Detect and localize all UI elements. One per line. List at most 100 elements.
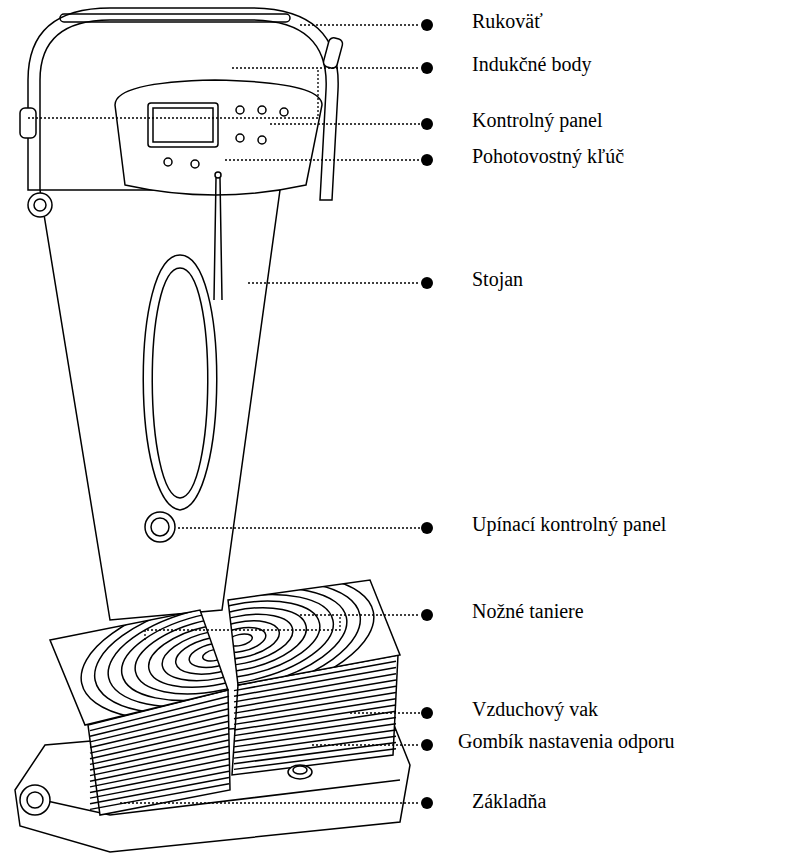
clamp-knob: [151, 518, 169, 536]
plate-rings: [168, 597, 312, 683]
base-end: [20, 785, 50, 815]
plate-rings: [99, 586, 332, 725]
plate-rings: [202, 647, 229, 663]
leader-lines: [178, 527, 420, 528]
air-bag-folds: [234, 711, 396, 735]
plate-rings: [94, 553, 385, 727]
callout-dots: [421, 19, 433, 31]
plate-rings: [124, 571, 357, 710]
plate-rings: [109, 562, 371, 718]
air-bag-folds: [90, 740, 229, 770]
plate-rings: [69, 568, 360, 742]
plate-rings: [128, 603, 302, 707]
air-bag-folds: [234, 680, 396, 708]
part-label: Kontrolný panel: [472, 108, 603, 132]
air-bag-folds: [90, 728, 229, 759]
leader-lines: [350, 712, 420, 713]
leader-lines: [300, 24, 420, 25]
plate-rings: [94, 553, 385, 727]
plate-rings: [113, 594, 316, 715]
air-bag-folds: [234, 749, 396, 770]
resistance-knob: [288, 765, 312, 779]
callout-dots: [421, 707, 433, 719]
display: [148, 103, 218, 147]
air-bag-folds: [90, 778, 229, 804]
air-bag-folds: [234, 718, 396, 742]
leader-lines: [248, 282, 420, 283]
air-bag-folds: [234, 705, 396, 730]
part-label: Indukčné body: [472, 52, 591, 76]
panel-buttons: [164, 158, 172, 166]
plate-rings: [172, 629, 258, 680]
leader-lines: [120, 802, 420, 803]
air-bag-folds: [90, 771, 229, 798]
air-bag-folds: [234, 743, 396, 764]
callout-dots: [421, 522, 433, 534]
plate-rings: [153, 588, 327, 692]
air-bag-folds: [90, 746, 229, 775]
stand-window: [152, 268, 208, 498]
leader-lines: [28, 68, 318, 118]
air-bag-folds: [90, 784, 229, 810]
panel-buttons: [258, 136, 266, 144]
air-bag-folds: [90, 759, 229, 787]
callout-dots: [421, 19, 433, 809]
plate-rings: [197, 614, 283, 665]
callout-dots: [421, 797, 433, 809]
sensor-right: [322, 37, 343, 70]
stand-window: [143, 255, 217, 510]
air-bag-folds: [90, 734, 229, 765]
control-panel: [115, 80, 322, 195]
sensor-left: [20, 108, 36, 138]
panel-buttons: [191, 160, 199, 168]
foot-plate: [228, 580, 400, 685]
air-bag-folds: [234, 736, 396, 758]
plate-rings: [84, 577, 346, 733]
air-bag-folds: [234, 730, 396, 753]
part-label: Vzduchový vak: [472, 697, 598, 721]
leader-lines: [145, 615, 340, 640]
callout-dots: [421, 62, 433, 74]
air-bag-folds: [234, 724, 396, 747]
panel-buttons: [236, 134, 244, 142]
callout-dots: [421, 277, 433, 289]
leader-lines: [270, 123, 420, 124]
plate-rings: [227, 632, 254, 648]
leader-lines: [28, 25, 420, 803]
callout-dots: [421, 118, 433, 130]
leader-lines: [225, 159, 420, 160]
handle-joint: [28, 193, 52, 217]
panel-buttons: [164, 106, 288, 168]
key-hole: [215, 172, 221, 178]
part-label: Pohotovostný kľúč: [472, 144, 624, 168]
handle-joint: [34, 199, 46, 211]
part-label: Rukoväť: [472, 9, 543, 33]
plate-rings: [69, 568, 360, 742]
part-label: Gombík nastavenia odporu: [458, 729, 675, 753]
stand: [40, 190, 280, 620]
panel-buttons: [280, 108, 288, 116]
part-label: Stojan: [472, 267, 523, 291]
key-cord: [214, 178, 222, 300]
leader-lines: [300, 614, 420, 615]
plate-rings: [143, 612, 287, 698]
part-label: Nožné taniere: [472, 599, 584, 623]
callout-dots: [421, 154, 433, 166]
air-bag-folds: [90, 753, 229, 782]
leader-lines: [232, 67, 420, 68]
display: [153, 108, 213, 142]
callout-dots: [421, 739, 433, 751]
air-bag-folds: [90, 765, 229, 793]
plate-rings: [138, 579, 341, 700]
callout-dots: [421, 609, 433, 621]
resistance-knob: [293, 766, 307, 774]
part-label: Základňa: [472, 789, 546, 813]
leader-lines: [312, 744, 420, 745]
handle: [28, 8, 338, 200]
base-end: [27, 792, 43, 808]
panel-buttons: [258, 106, 266, 114]
handle-grip: [60, 14, 290, 22]
part-label: Upínací kontrolný panel: [472, 512, 666, 536]
panel-buttons: [236, 106, 244, 114]
